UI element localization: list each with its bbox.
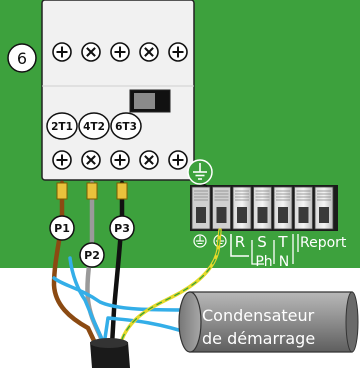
contactor-top-screws — [52, 42, 188, 62]
terminal-label-6t3: 6T3 — [110, 112, 142, 140]
top-terminal-screw-icon — [168, 42, 188, 62]
ground-symbol-1 — [193, 234, 207, 248]
terminal-block-module — [314, 186, 334, 230]
top-terminal-screw-icon — [52, 42, 72, 62]
svg-text:P3: P3 — [114, 222, 130, 235]
top-terminal-screw-icon — [81, 42, 101, 62]
terminal-block-module — [253, 186, 272, 230]
svg-text:2T1: 2T1 — [51, 121, 73, 133]
label-report: Report — [300, 235, 347, 251]
wire-blue-left — [68, 256, 106, 347]
svg-text:P2: P2 — [84, 249, 100, 262]
terminal-block — [190, 185, 338, 231]
terminal-block-module — [191, 186, 211, 230]
svg-text:P1: P1 — [54, 222, 70, 235]
label-s: S — [257, 233, 267, 251]
label-ph: Ph — [255, 254, 272, 270]
terminal-block-module — [294, 186, 313, 230]
phase-label-p3: P3 — [109, 215, 135, 241]
bottom-terminal-screw-icon — [81, 150, 101, 170]
ground-terminal-marker — [187, 159, 213, 187]
svg-text:4T2: 4T2 — [83, 121, 105, 133]
label-t: T — [277, 233, 288, 251]
svg-text:6T3: 6T3 — [115, 121, 137, 133]
capacitor-label-line2: de démarrage — [202, 329, 315, 348]
label-n: N — [279, 254, 289, 270]
contactor: 2T1 4T2 6T3 — [41, 0, 195, 181]
wire-lugs — [56, 182, 128, 200]
wire-blue-cap-top — [52, 276, 197, 312]
capacitor-label-line1: Condensateur — [202, 306, 315, 325]
start-capacitor: Condensateur de démarrage — [178, 291, 359, 353]
bottom-terminal-screw-icon — [110, 150, 130, 170]
label-r: R — [235, 233, 245, 251]
terminal-block-module — [212, 186, 231, 230]
contactor-bottom-screws — [52, 150, 188, 170]
bottom-terminal-screw-icon — [168, 150, 188, 170]
motor-cable-sheath — [90, 338, 130, 368]
phase-label-p2: P2 — [79, 242, 105, 268]
bottom-terminal-screw-icon — [52, 150, 72, 170]
contactor-indicator-slider — [134, 93, 155, 109]
step-number: 6 — [17, 49, 27, 68]
terminal-block-module — [232, 186, 252, 230]
ground-icon — [193, 163, 207, 180]
step-number-badge: 6 — [7, 43, 37, 73]
bottom-terminal-screw-icon — [139, 150, 159, 170]
terminal-label-4t2: 4T2 — [78, 112, 110, 140]
top-terminal-screw-icon — [139, 42, 159, 62]
terminal-label-2t1: 2T1 — [46, 112, 78, 140]
top-terminal-screw-icon — [110, 42, 130, 62]
terminal-block-module — [273, 186, 293, 230]
phase-label-p1: P1 — [49, 215, 75, 241]
